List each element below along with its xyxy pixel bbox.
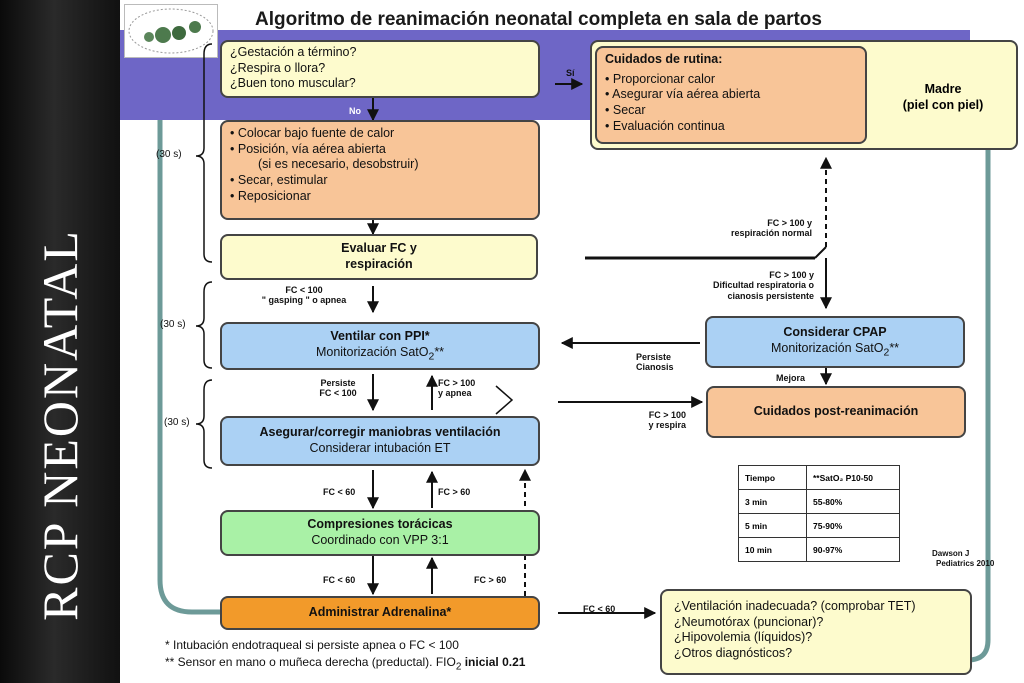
table-header-row: Tiempo **SatO₂ P10-50	[738, 465, 900, 490]
footnote-sensor: ** Sensor en mano o muñeca derecha (pred…	[165, 655, 526, 673]
ventilate-title: Ventilar con PPI*	[330, 328, 430, 343]
sato2-table: Tiempo **SatO₂ P10-50 3 min 55-80% 5 min…	[738, 465, 900, 562]
diagnostic-question: ¿Ventilación inadecuada? (comprobar TET)	[674, 599, 916, 613]
compressions-box: Compresiones torácicas Coordinado con VP…	[220, 510, 540, 556]
initial-step: • Secar, estimular	[230, 172, 328, 187]
diagnostic-question: ¿Hipovolemia (líquidos)?	[674, 630, 813, 645]
label-fc-gt60: FC > 60	[474, 575, 507, 585]
correct-ventilation-box: Asegurar/corregir maniobras ventilación …	[220, 416, 540, 466]
evaluate-box: Evaluar FC y respiración	[220, 234, 538, 280]
logo-tree-icon	[128, 8, 214, 54]
table-cell: 3 min	[738, 489, 807, 514]
table-header-cell: **SatO₂ P10-50	[806, 465, 900, 490]
routine-care-item: • Proporcionar calor	[605, 71, 715, 86]
table-cell: 5 min	[738, 513, 807, 538]
post-resuscitation-box: Cuidados post-reanimación	[706, 386, 966, 438]
footnote-intubation: * Intubación endotraqueal si persiste ap…	[165, 638, 459, 652]
cpap-monitor: Monitorización SatO2**	[770, 340, 900, 359]
table-cell: 90-97%	[806, 537, 900, 562]
routine-care-box: Cuidados de rutina: • Proporcionar calor…	[595, 46, 867, 144]
initial-step: • Colocar bajo fuente de calor	[230, 126, 395, 140]
label-fc-lt60: FC < 60	[323, 575, 356, 585]
ventilate-monitor: Monitorización SatO2**	[315, 344, 445, 363]
consider-intubation: Considerar intubación ET	[309, 441, 451, 455]
label-30s: (30 s)	[160, 319, 186, 330]
table-cell: 75-90%	[806, 513, 900, 538]
table-row: 10 min 90-97%	[738, 537, 900, 562]
diagnostic-question: ¿Neumotórax (puncionar)?	[674, 614, 824, 629]
routine-care-item: • Asegurar vía aérea abierta	[605, 87, 761, 102]
cpap-title: Considerar CPAP	[783, 324, 887, 339]
table-cell: 55-80%	[806, 489, 900, 514]
initial-step-note: (si es necesario, desobstruir)	[258, 157, 419, 172]
cpap-box: Considerar CPAP Monitorización SatO2**	[705, 316, 965, 368]
initial-step: • Posición, vía aérea abierta	[230, 141, 386, 156]
initial-steps-box: • Colocar bajo fuente de calor • Posició…	[220, 120, 540, 220]
table-row: 5 min 75-90%	[738, 513, 900, 538]
label-no: No	[349, 106, 361, 116]
assessment-line: ¿Gestación a término?	[230, 45, 357, 59]
table-cell: 10 min	[738, 537, 807, 562]
compressions-title: Compresiones torácicas	[307, 517, 453, 532]
correct-ventilation-title: Asegurar/corregir maniobras ventilación	[259, 425, 501, 440]
sidebar: RCP NEONATAL	[0, 0, 120, 683]
diagram-title: Algoritmo de reanimación neonatal comple…	[255, 9, 822, 30]
routine-care-item: • Secar	[605, 102, 646, 117]
assessment-line: ¿Respira o llora?	[230, 60, 326, 75]
label-30s: (30 s)	[164, 417, 190, 428]
table-header-cell: Tiempo	[738, 465, 807, 490]
ventilate-box: Ventilar con PPI* Monitorización SatO2**	[220, 322, 540, 370]
label-fc-lt60: FC < 60	[583, 604, 616, 614]
logo	[124, 4, 218, 58]
label-improves: Mejora	[776, 373, 806, 383]
table-row: 3 min 55-80%	[738, 489, 900, 514]
diagnostics-box: ¿Ventilación inadecuada? (comprobar TET)…	[660, 589, 972, 675]
adrenaline-box: Administrar Adrenalina*	[220, 596, 540, 630]
initial-step: • Reposicionar	[230, 188, 311, 203]
mother-label: Madre (piel con piel)	[902, 82, 984, 112]
label-fc-gt60: FC > 60	[438, 487, 471, 497]
assessment-line: ¿Buen tono muscular?	[230, 76, 356, 91]
label-30s: (30 s)	[156, 149, 182, 160]
routine-care-item: • Evaluación continua	[605, 118, 725, 133]
compressions-ratio: Coordinado con VPP 3:1	[311, 533, 449, 547]
label-fc-lt100-gasping: FC < 100" gasping " o apnea	[261, 285, 347, 306]
diagnostic-question: ¿Otros diagnósticos?	[674, 645, 793, 660]
label-yes: Sí	[566, 68, 575, 78]
label-fc-lt60: FC < 60	[323, 487, 356, 497]
assessment-box: ¿Gestación a término? ¿Respira o llora? …	[220, 40, 540, 98]
routine-care-title: Cuidados de rutina:	[605, 52, 723, 66]
